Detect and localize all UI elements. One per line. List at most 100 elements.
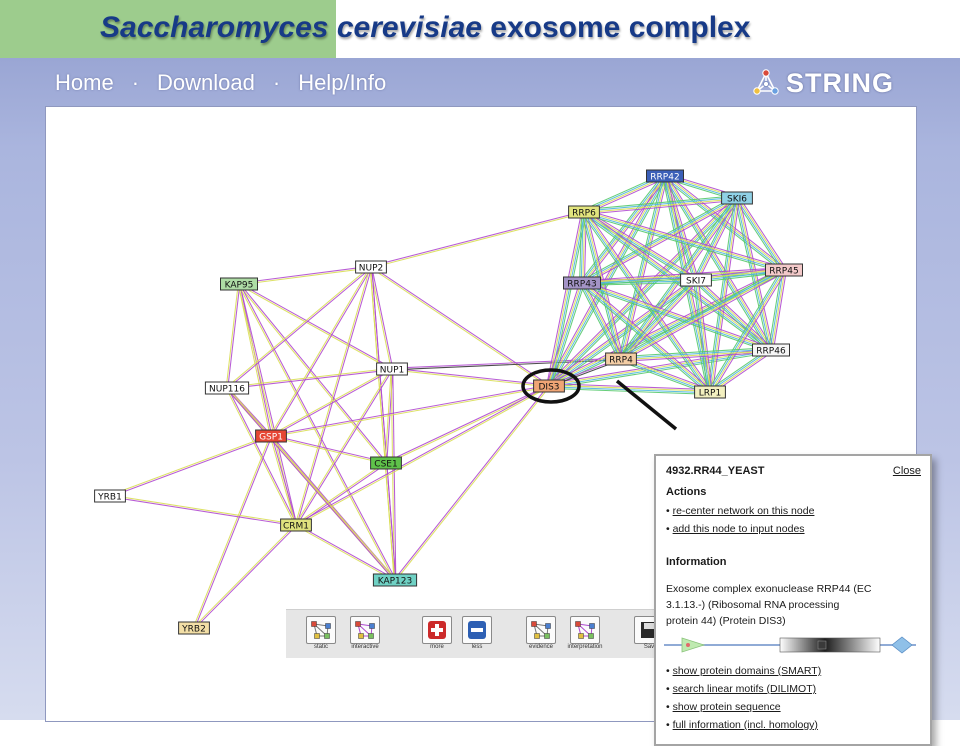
edge-line bbox=[581, 213, 709, 394]
node-crm1[interactable]: CRM1 bbox=[280, 518, 312, 532]
node-box[interactable] bbox=[94, 489, 126, 503]
toolbar-static-button[interactable] bbox=[306, 616, 336, 644]
node-rrp42[interactable]: RRP42 bbox=[646, 169, 684, 183]
edge-line bbox=[548, 278, 696, 386]
node-nup116[interactable]: NUP116 bbox=[204, 381, 250, 395]
nav-download[interactable]: Download bbox=[157, 70, 255, 95]
edge-NUP2-CRM1 bbox=[294, 266, 373, 526]
save-icon bbox=[641, 622, 657, 638]
node-box[interactable] bbox=[694, 385, 726, 399]
edge-line bbox=[226, 265, 371, 388]
node-yrb2[interactable]: YRB2 bbox=[178, 621, 210, 635]
node-lrp1[interactable]: LRP1 bbox=[694, 385, 726, 399]
network-edges bbox=[109, 173, 787, 629]
node-ski6[interactable]: SKI6 bbox=[721, 191, 753, 205]
node-box[interactable] bbox=[255, 429, 287, 443]
edge-KAP123-NUP116 bbox=[226, 387, 396, 581]
node-label: NUP2 bbox=[359, 263, 383, 273]
edge-line bbox=[371, 265, 550, 386]
top-nav: Home·Download·Help/Info bbox=[55, 66, 386, 100]
edge-line bbox=[370, 267, 549, 388]
node-box[interactable] bbox=[372, 573, 418, 587]
node-dis3[interactable]: DIS3 bbox=[533, 379, 565, 393]
toolbar-more-button[interactable] bbox=[422, 616, 452, 644]
string-logo[interactable]: STRING bbox=[752, 64, 894, 102]
node-rrp43[interactable]: RRP43 bbox=[563, 276, 601, 290]
node-nup1[interactable]: NUP1 bbox=[376, 362, 408, 376]
edge-NUP2-DIS3 bbox=[370, 265, 550, 388]
toolbar-evidence-button[interactable] bbox=[526, 616, 556, 644]
node-rrp46[interactable]: RRP46 bbox=[752, 343, 790, 357]
node-box[interactable] bbox=[752, 343, 790, 357]
toolbar-less-button[interactable] bbox=[462, 616, 492, 644]
node-kap95[interactable]: KAP95 bbox=[220, 277, 258, 291]
node-nup2[interactable]: NUP2 bbox=[355, 260, 387, 274]
search-motifs-link[interactable]: search linear motifs (DILIMOT) bbox=[672, 683, 817, 695]
edge-line bbox=[621, 270, 785, 361]
edge-line bbox=[582, 282, 623, 359]
toolbar-interpretation-button[interactable] bbox=[570, 616, 600, 644]
node-gsp1[interactable]: GSP1 bbox=[255, 429, 287, 443]
edge-line bbox=[391, 357, 621, 369]
edge-line bbox=[621, 280, 697, 360]
edge-line bbox=[711, 198, 740, 393]
nav-help-info[interactable]: Help/Info bbox=[298, 70, 387, 95]
add-node-link[interactable]: add this node to input nodes bbox=[672, 523, 805, 535]
node-box[interactable] bbox=[533, 379, 565, 393]
node-box[interactable] bbox=[765, 263, 803, 277]
edge-line bbox=[708, 197, 737, 392]
edge-SKI6-SKI7 bbox=[693, 196, 740, 282]
node-box[interactable] bbox=[563, 276, 601, 290]
node-kap123[interactable]: KAP123 bbox=[372, 573, 418, 587]
node-box[interactable] bbox=[220, 277, 258, 291]
toolbar-interactive-button[interactable] bbox=[350, 616, 380, 644]
recenter-link[interactable]: re-center network on this node bbox=[672, 505, 815, 517]
node-rrp45[interactable]: RRP45 bbox=[765, 263, 803, 277]
edge-line bbox=[579, 211, 583, 283]
node-box[interactable] bbox=[376, 362, 408, 376]
edge-line bbox=[584, 199, 738, 215]
edge-line bbox=[696, 198, 739, 281]
node-yrb1[interactable]: YRB1 bbox=[94, 489, 126, 503]
logo-text: STRING bbox=[786, 67, 895, 98]
nav-home[interactable]: Home bbox=[55, 70, 114, 95]
node-box[interactable] bbox=[355, 260, 387, 274]
edge-CRM1-KAP123 bbox=[295, 523, 396, 582]
edge-line bbox=[294, 368, 392, 525]
node-cse1[interactable]: CSE1 bbox=[370, 456, 402, 470]
node-box[interactable] bbox=[721, 191, 753, 205]
popup-close-link[interactable]: Close bbox=[892, 465, 921, 477]
node-box[interactable] bbox=[568, 205, 600, 219]
node-box[interactable] bbox=[646, 169, 684, 183]
edge-line bbox=[371, 212, 585, 269]
node-box[interactable] bbox=[178, 621, 210, 635]
edge-line bbox=[370, 210, 584, 267]
node-ski7[interactable]: SKI7 bbox=[680, 273, 712, 287]
description-line: protein 44) (Protein DIS3) bbox=[666, 615, 786, 627]
node-box[interactable] bbox=[204, 381, 250, 395]
edge-line bbox=[711, 270, 787, 394]
edge-line bbox=[584, 211, 712, 392]
node-box[interactable] bbox=[280, 518, 312, 532]
show-domains-link[interactable]: show protein domains (SMART) bbox=[672, 665, 822, 677]
edge-CSE1-DIS3 bbox=[385, 384, 550, 465]
edge-line bbox=[584, 209, 785, 269]
edge-line bbox=[296, 369, 394, 526]
node-rrp6[interactable]: RRP6 bbox=[568, 205, 600, 219]
show-sequence-link[interactable]: show protein sequence bbox=[672, 701, 781, 713]
edge-line bbox=[296, 523, 396, 580]
edge-SKI6-LRP1 bbox=[707, 197, 740, 393]
edge-GSP1-CRM1 bbox=[269, 435, 298, 526]
node-rrp4[interactable]: RRP4 bbox=[605, 352, 637, 366]
edge-line bbox=[582, 280, 697, 285]
description-line: 3.1.13.-) (Ribosomal RNA processing bbox=[666, 599, 840, 611]
node-box[interactable] bbox=[605, 352, 637, 366]
edge-RRP43-RRP4 bbox=[579, 281, 624, 361]
edge-line bbox=[239, 267, 372, 286]
node-box[interactable] bbox=[370, 456, 402, 470]
full-information-link[interactable]: full information (incl. homology) bbox=[672, 719, 818, 731]
edge-line bbox=[238, 265, 371, 284]
node-box[interactable] bbox=[680, 273, 712, 287]
edge-SKI6-RRP6 bbox=[583, 195, 738, 215]
